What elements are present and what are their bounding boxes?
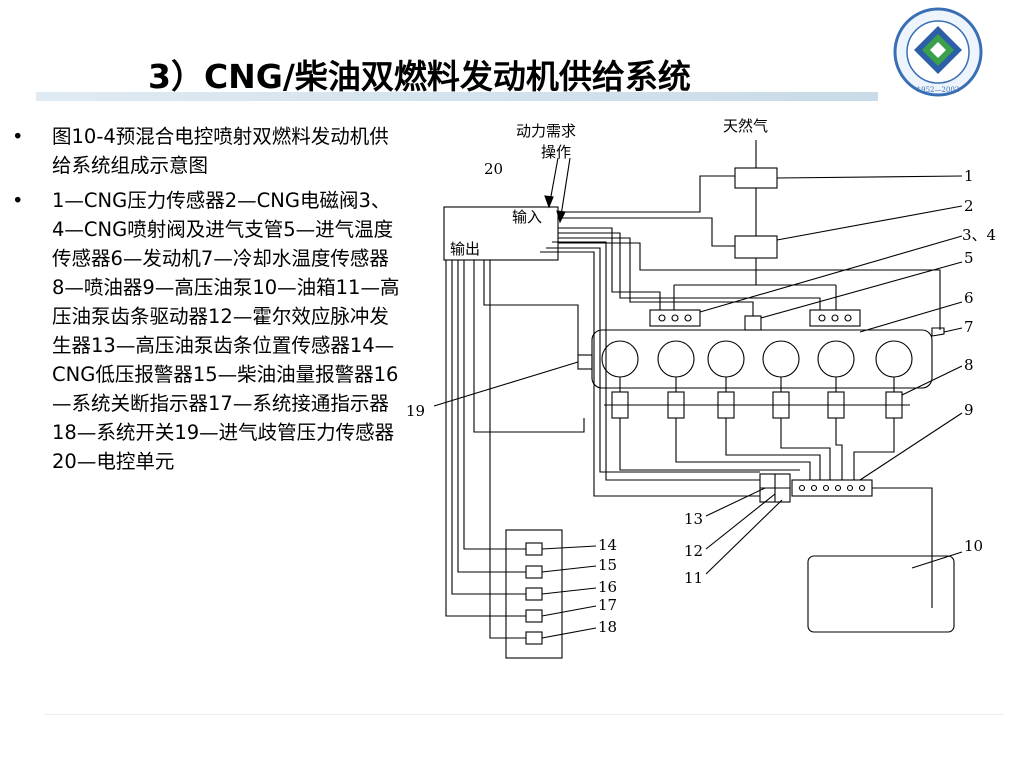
callout-7: 7 <box>964 318 974 336</box>
description-list: • 图10-4预混合电控喷射双燃料发动机供给系统组成示意图 • 1—CNG压力传… <box>10 122 400 482</box>
footer-divider <box>44 714 1004 715</box>
callout-12: 12 <box>684 542 703 560</box>
label-output: 输出 <box>450 240 480 258</box>
callout-19: 19 <box>406 402 425 420</box>
callout-16: 16 <box>598 578 617 596</box>
bullet-caption: • 图10-4预混合电控喷射双燃料发动机供给系统组成示意图 <box>10 122 400 180</box>
callout-6: 6 <box>964 289 974 307</box>
bullet-marker: • <box>12 125 24 148</box>
callout-20: 20 <box>484 160 503 178</box>
label-input: 输入 <box>512 208 542 226</box>
title-underline <box>36 92 878 101</box>
callout-14: 14 <box>598 536 617 554</box>
callout-3-4: 3、4 <box>962 226 996 244</box>
label-natural-gas: 天然气 <box>723 117 768 135</box>
page-title: 3）CNG/柴油双燃料发动机供给系统 <box>148 57 691 96</box>
engine-block <box>591 329 933 389</box>
label-demand: 动力需求 <box>516 122 576 140</box>
university-logo: 1952—2002 <box>893 7 983 97</box>
callout-18: 18 <box>598 618 617 636</box>
callout-15: 15 <box>598 556 617 574</box>
callout-10: 10 <box>964 537 983 555</box>
callout-2: 2 <box>964 197 974 215</box>
callout-5: 5 <box>964 249 974 267</box>
bullet-marker: • <box>12 189 24 212</box>
logo-ring-text: 1952—2002 <box>917 86 960 94</box>
callout-9: 9 <box>964 401 974 419</box>
bullet-legend: • 1—CNG压力传感器2—CNG电磁阀3、4—CNG喷射阀及进气支管5—进气温… <box>10 186 400 476</box>
callout-17: 17 <box>598 596 617 614</box>
callout-13: 13 <box>684 510 703 528</box>
callout-11: 11 <box>684 569 703 587</box>
callout-8: 8 <box>964 356 974 374</box>
label-operation: 操作 <box>541 143 571 161</box>
cng-solenoid-valve <box>734 235 778 259</box>
system-schematic: 动力需求 操作 天然气 输入 输出 20 1 2 3、4 5 6 7 8 9 1… <box>406 117 996 659</box>
cng-pressure-sensor <box>734 167 778 189</box>
cng-injector-left <box>649 309 701 327</box>
callout-1: 1 <box>964 167 974 185</box>
cng-injector-right <box>809 309 861 327</box>
fuel-tank <box>807 555 955 633</box>
component-legend: 1—CNG压力传感器2—CNG电磁阀3、4—CNG喷射阀及进气支管5—进气温度传… <box>52 189 400 473</box>
intake-temp-sensor <box>744 315 762 331</box>
figure-caption: 图10-4预混合电控喷射双燃料发动机供给系统组成示意图 <box>52 125 389 177</box>
